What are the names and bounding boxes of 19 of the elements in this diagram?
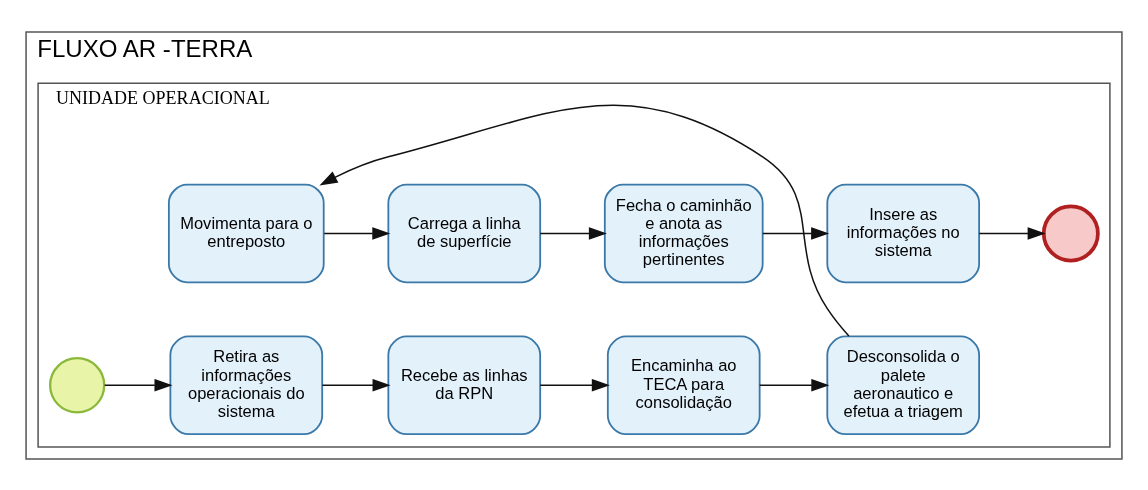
arrow	[323, 226, 391, 240]
node-box: Desconsolida o palete aeronautico e efetua a triagem	[826, 335, 981, 435]
node-box: Fecha o caminhão e anota as informações pertinentes	[603, 183, 764, 283]
arrow	[539, 378, 610, 392]
arrow	[759, 378, 830, 392]
node-box: Carrega a linha de superfície	[387, 183, 542, 283]
arrow	[539, 226, 607, 240]
node-box: Insere as informações no sistema	[826, 183, 981, 283]
arrow	[978, 226, 1046, 240]
node-box: Encaminha ao TECA para consolidação	[606, 335, 761, 435]
node-circle	[49, 356, 106, 413]
node-box: Recebe as linhas da RPN	[387, 335, 542, 435]
arrow	[103, 378, 173, 392]
node-box: Retira as informações operacionais do sistema	[169, 335, 324, 435]
arrow	[762, 226, 830, 240]
node-box: Movimenta para o entreposto	[168, 183, 325, 283]
arrow	[319, 104, 850, 337]
arrow	[321, 378, 391, 392]
node-circle	[1041, 204, 1100, 262]
